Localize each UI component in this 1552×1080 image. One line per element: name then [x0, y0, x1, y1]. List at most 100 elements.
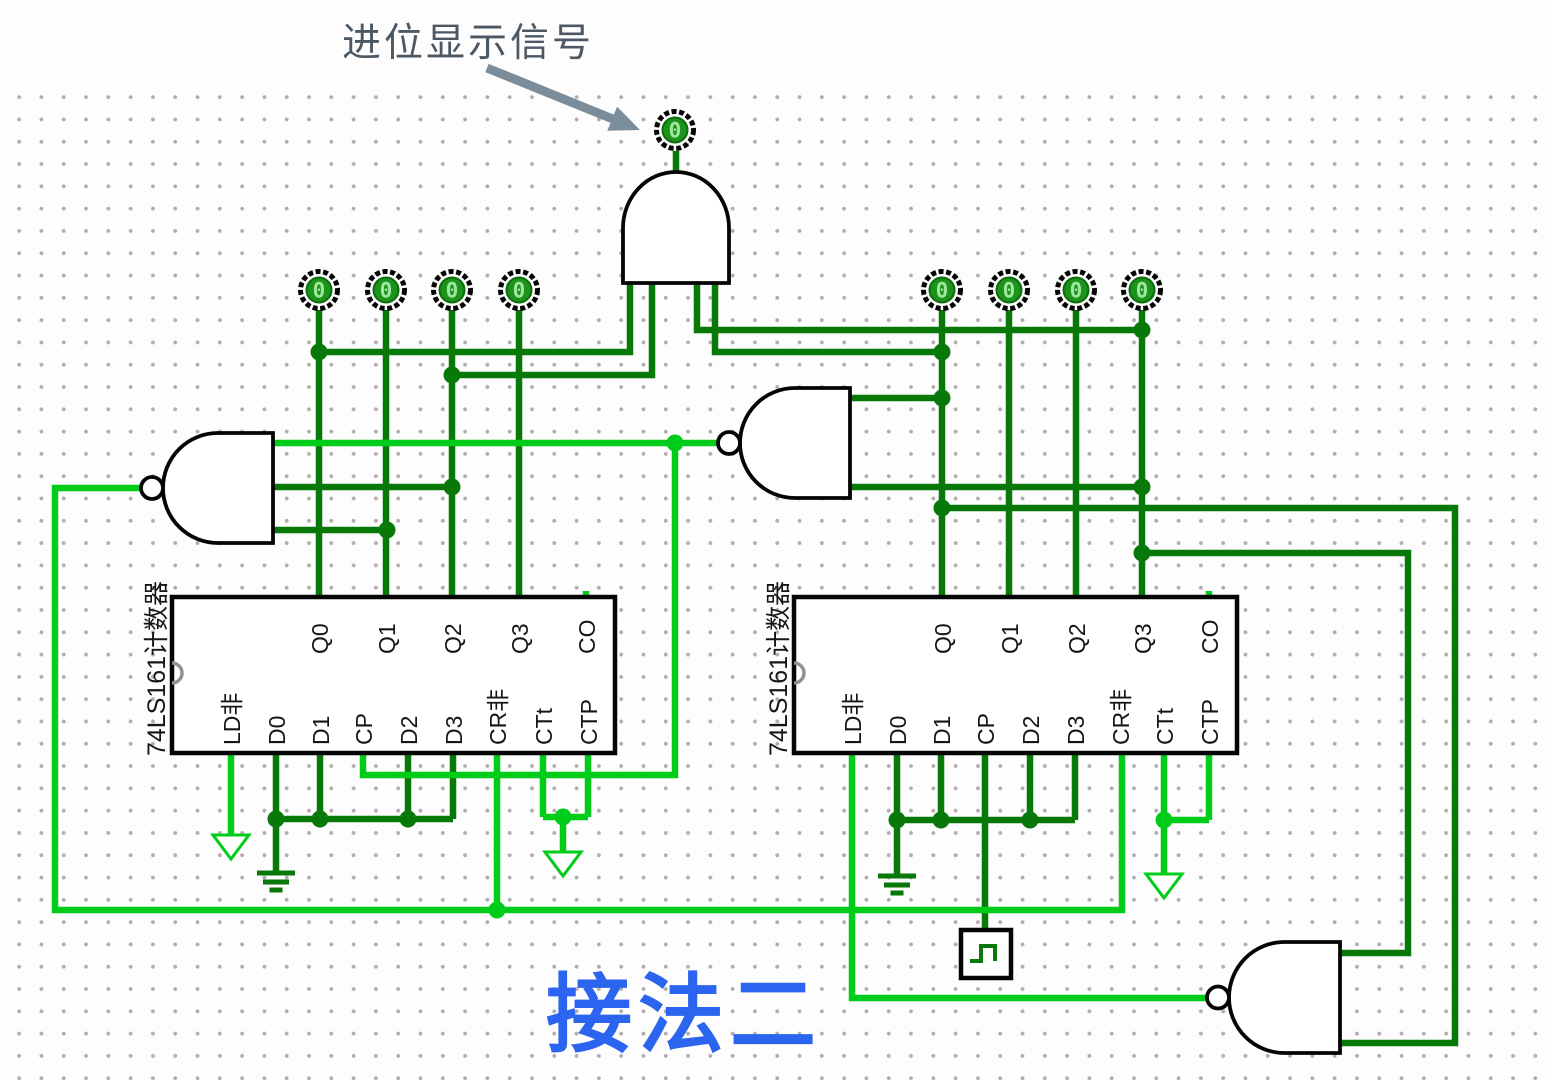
probe-value: 0 — [936, 279, 949, 303]
ground-symbol[interactable] — [878, 873, 916, 896]
junction-dot — [378, 521, 396, 539]
junction-dot — [443, 366, 461, 384]
junction-dot — [1133, 478, 1151, 496]
chip-body[interactable] — [791, 594, 1240, 756]
arrow-shaft — [485, 63, 618, 125]
junction-dot — [310, 343, 328, 361]
carry-signal-label: 进位显示信号 — [342, 22, 595, 65]
wire[interactable] — [51, 484, 1126, 914]
junction-dot — [932, 811, 950, 829]
probe-lamp — [1128, 276, 1156, 304]
nand-left-gate[interactable] — [139, 431, 275, 545]
inversion-bubble — [1205, 984, 1231, 1011]
junction-dot — [443, 478, 461, 496]
left-q1-indicator[interactable]: 0 — [365, 269, 407, 311]
and-gate-body[interactable] — [621, 170, 731, 285]
nand-mid-gate[interactable] — [716, 386, 852, 500]
wire[interactable] — [693, 283, 1142, 334]
pin-label-CTP: CTP — [576, 699, 602, 745]
junction-dot — [933, 343, 951, 361]
pin-label-Q0: Q0 — [930, 623, 956, 654]
chip-body[interactable] — [169, 594, 618, 756]
left-q0-indicator[interactable]: 0 — [298, 269, 340, 311]
pin-label-Q1: Q1 — [374, 623, 400, 654]
wire[interactable] — [359, 443, 679, 779]
pin-label-LD非: LD非 — [840, 693, 866, 745]
pin-label-CTt: CTt — [1152, 707, 1178, 745]
pin-label-D0: D0 — [885, 716, 911, 745]
pin-label-Q3: Q3 — [1130, 623, 1156, 654]
junction-dot — [933, 499, 951, 517]
junction-dot — [888, 811, 906, 829]
probe-value: 0 — [669, 119, 682, 143]
pin-label-Q2: Q2 — [1064, 623, 1090, 654]
wire[interactable] — [1142, 549, 1412, 957]
probe-lamp — [372, 276, 400, 304]
probe-value: 0 — [380, 279, 393, 303]
junction-dot — [933, 389, 951, 407]
pin-label-Q3: Q3 — [507, 623, 533, 654]
left-q3-indicator[interactable]: 0 — [498, 269, 540, 311]
pin-label-D3: D3 — [441, 716, 467, 745]
pin-label-CP: CP — [351, 713, 377, 745]
probe-value: 0 — [1003, 279, 1016, 303]
nand-gate-body[interactable] — [1227, 940, 1342, 1055]
nand-bottom-gate[interactable] — [1205, 940, 1342, 1055]
pin-label-CR非: CR非 — [1108, 689, 1134, 745]
and-carry-gate[interactable] — [621, 170, 731, 285]
probe-value: 0 — [1136, 279, 1149, 303]
junction-dot — [666, 434, 684, 452]
junction-dot — [267, 810, 285, 828]
probe-lamp — [995, 276, 1023, 304]
carry-label-arrow — [485, 63, 640, 131]
logic-high-triangle[interactable] — [210, 833, 252, 862]
pin-label-CTt: CTt — [531, 707, 557, 745]
left-q2-indicator[interactable]: 0 — [431, 269, 473, 311]
wire[interactable] — [848, 752, 1208, 1002]
logic-high-triangle[interactable] — [542, 850, 584, 879]
pin-label-D2: D2 — [396, 716, 422, 745]
pin-label-D2: D2 — [1018, 716, 1044, 745]
chip-notch — [793, 661, 806, 685]
wire[interactable] — [711, 283, 942, 356]
junction-dot — [1155, 811, 1173, 829]
pin-label-LD非: LD非 — [219, 693, 245, 745]
right-q3-indicator[interactable]: 0 — [1121, 269, 1163, 311]
probe-lamp — [928, 276, 956, 304]
clock-waveform-icon — [970, 944, 997, 963]
right-q0-indicator[interactable]: 0 — [921, 269, 963, 311]
wire[interactable] — [319, 283, 634, 356]
logic-high-triangle[interactable] — [1143, 872, 1185, 901]
junction-dot — [554, 808, 572, 826]
carry-indicator[interactable]: 0 — [654, 109, 696, 151]
chip-name-label: 74LS161计数器 — [765, 581, 793, 756]
clock-box[interactable] — [958, 927, 1014, 981]
method-title: 接法二 — [546, 967, 822, 1063]
pin-label-Q2: Q2 — [440, 623, 466, 654]
junction-dot — [1021, 811, 1039, 829]
arrow-head — [607, 106, 640, 131]
wire[interactable] — [942, 504, 1459, 1047]
junction-dot — [399, 810, 417, 828]
pin-label-D0: D0 — [264, 716, 290, 745]
inversion-bubble — [139, 475, 165, 501]
inversion-bubble — [716, 430, 742, 456]
wire[interactable] — [452, 283, 656, 379]
right-q2-indicator[interactable]: 0 — [1055, 269, 1097, 311]
probe-lamp — [1062, 276, 1090, 304]
probe-lamp — [438, 276, 466, 304]
nand-gate-body[interactable] — [738, 386, 852, 500]
pin-label-CR非: CR非 — [485, 689, 511, 745]
right-q1-indicator[interactable]: 0 — [988, 269, 1030, 311]
nand-gate-body[interactable] — [161, 431, 275, 545]
probe-lamp — [505, 276, 533, 304]
probe-lamp — [305, 276, 333, 304]
chip-name-label: 74LS161计数器 — [143, 581, 171, 756]
ground-symbol[interactable] — [257, 870, 295, 893]
probe-value: 0 — [1070, 279, 1083, 303]
clock-source[interactable] — [958, 927, 1014, 981]
